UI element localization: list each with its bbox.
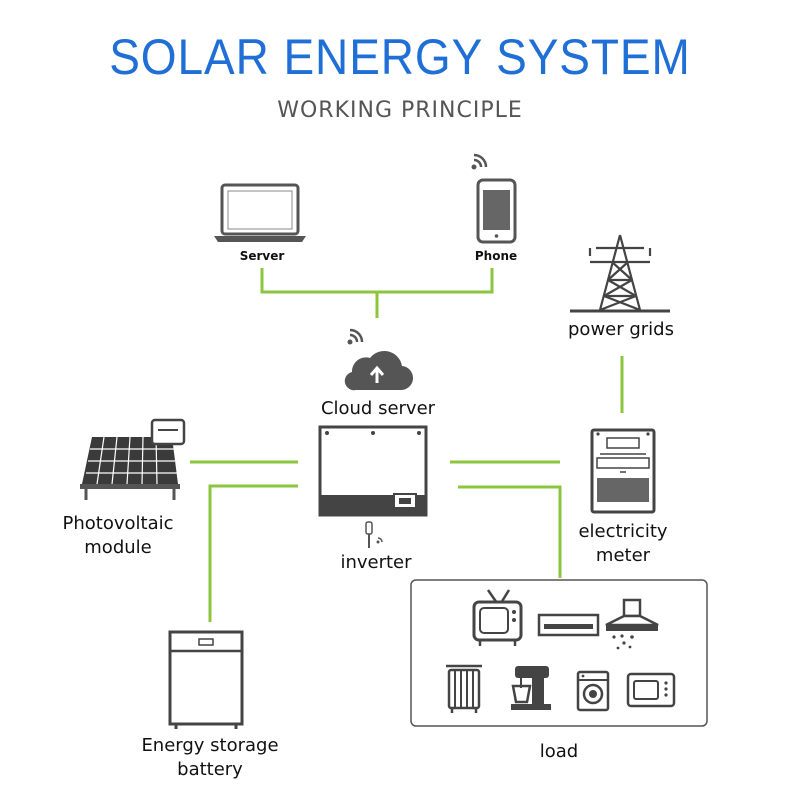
- battery-label-line1: Energy storage: [141, 735, 279, 756]
- photovoltaic-label-line2: module: [84, 537, 152, 558]
- laptop-icon: [214, 183, 306, 242]
- connector-inverter-load: [458, 485, 562, 578]
- electricity-meter-label-line1: electricity: [578, 521, 668, 542]
- electricity-meter-label-line2: meter: [595, 545, 651, 566]
- load-label: load: [539, 741, 579, 762]
- battery-label-line2: battery: [177, 759, 243, 780]
- server-label: Server: [239, 249, 285, 263]
- power-grids-label: power grids: [568, 319, 674, 340]
- electricity-meter-label: electricity meter: [553, 520, 693, 568]
- energy-storage-battery-label: Energy storage battery: [120, 734, 300, 782]
- connector-server-phone: [260, 268, 494, 294]
- microwave-icon: [626, 672, 676, 708]
- connector-inverter-battery: [208, 484, 298, 622]
- cloud-upload-icon: [344, 350, 414, 391]
- washing-machine-icon: [576, 670, 610, 712]
- electricity-meter-icon: [590, 428, 656, 514]
- phone-label: Phone: [474, 249, 518, 263]
- inverter-label: inverter: [340, 552, 412, 573]
- phone-icon: [476, 178, 517, 244]
- page-subtitle: WORKING PRINCIPLE: [277, 98, 523, 123]
- tv-icon: [472, 589, 523, 646]
- stand-mixer-icon: [511, 666, 551, 710]
- range-hood-icon: [605, 598, 659, 650]
- connector-lines: [190, 268, 624, 622]
- page-title: SOLAR ENERGY SYSTEM: [109, 29, 691, 85]
- photovoltaic-module-label: Photovoltaic module: [48, 512, 188, 560]
- photovoltaic-label-line1: Photovoltaic: [62, 513, 174, 534]
- power-tower-icon: [570, 234, 670, 313]
- solar-panel-icon: [80, 418, 186, 500]
- cloud-server-label: Cloud server: [320, 398, 436, 419]
- air-conditioner-icon: [537, 613, 600, 637]
- radiator-heater-icon: [446, 664, 482, 713]
- inverter-icon: [318, 425, 428, 548]
- wifi-icon: [471, 153, 488, 170]
- wifi-icon-cloud: [347, 328, 364, 345]
- battery-icon: [168, 630, 244, 729]
